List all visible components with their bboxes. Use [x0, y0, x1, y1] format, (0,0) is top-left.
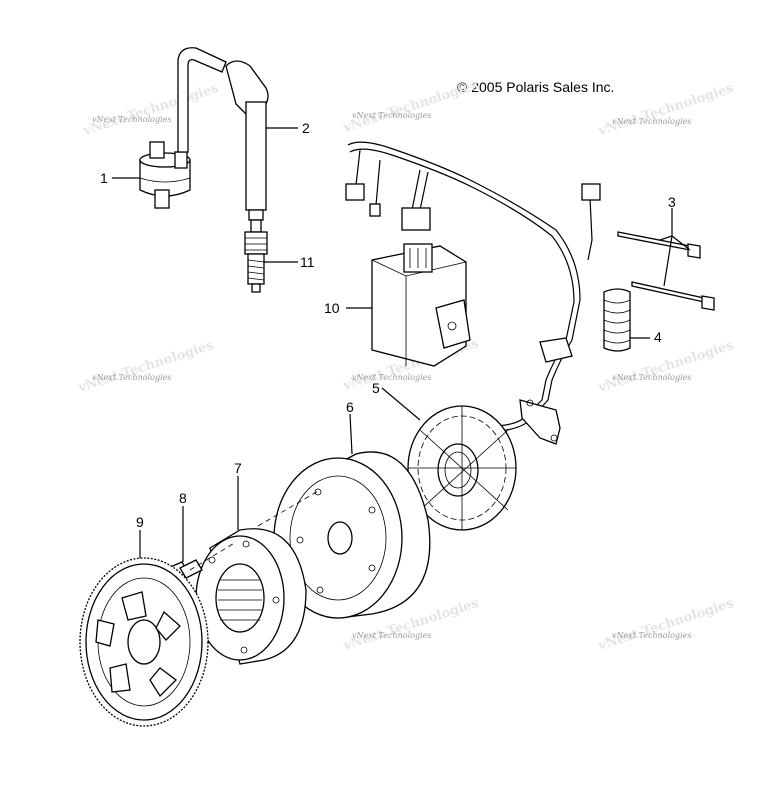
stator	[407, 405, 517, 531]
callout-2: 2	[302, 120, 310, 136]
spark-plug-boot	[225, 60, 269, 221]
watermark-text: vNext Technologies	[352, 631, 431, 640]
grommet	[603, 288, 631, 352]
watermark-text: vNext Technologies	[92, 115, 171, 124]
callout-1: 1	[100, 170, 108, 186]
callout-5: 5	[372, 380, 380, 396]
callout-11: 11	[300, 254, 315, 270]
callout-7: 7	[234, 460, 242, 476]
callout-8: 8	[179, 490, 187, 506]
copyright-text: © 2005 Polaris Sales Inc.	[457, 79, 614, 95]
callout-10: 10	[324, 300, 340, 316]
callout-numbers: 1 2 3 4 5 6 7 8 9 10 11	[100, 120, 676, 530]
spark-plug	[244, 219, 268, 293]
watermark-logo: vNext Technologies	[76, 338, 216, 396]
ignition-coil	[139, 47, 227, 209]
watermark-logo: vNext Technologies	[596, 596, 736, 654]
starter-gear	[79, 557, 209, 727]
watermark-text: vNext Technologies	[612, 117, 691, 126]
watermark-logo: vNext Technologies	[596, 81, 736, 139]
callout-9: 9	[136, 514, 144, 530]
callout-3: 3	[668, 194, 676, 210]
cable-ties	[617, 231, 715, 311]
watermark-text: vNext Technologies	[352, 373, 431, 382]
callout-6: 6	[346, 399, 354, 415]
watermark-text: vNext Technologies	[612, 631, 691, 640]
watermark-text: vNext Technologies	[612, 373, 691, 382]
leader-lines	[112, 127, 691, 571]
watermark-logo: vNext Technologies	[81, 81, 221, 139]
cdi-module	[371, 243, 471, 367]
starter-clutch	[195, 528, 307, 665]
watermark-logo: vNext Technologies	[341, 78, 481, 136]
callout-4: 4	[654, 329, 662, 345]
watermark-text: vNext Technologies	[352, 111, 431, 120]
watermark-text: vNext Technologies	[92, 373, 171, 382]
wiring-harness	[345, 141, 601, 445]
